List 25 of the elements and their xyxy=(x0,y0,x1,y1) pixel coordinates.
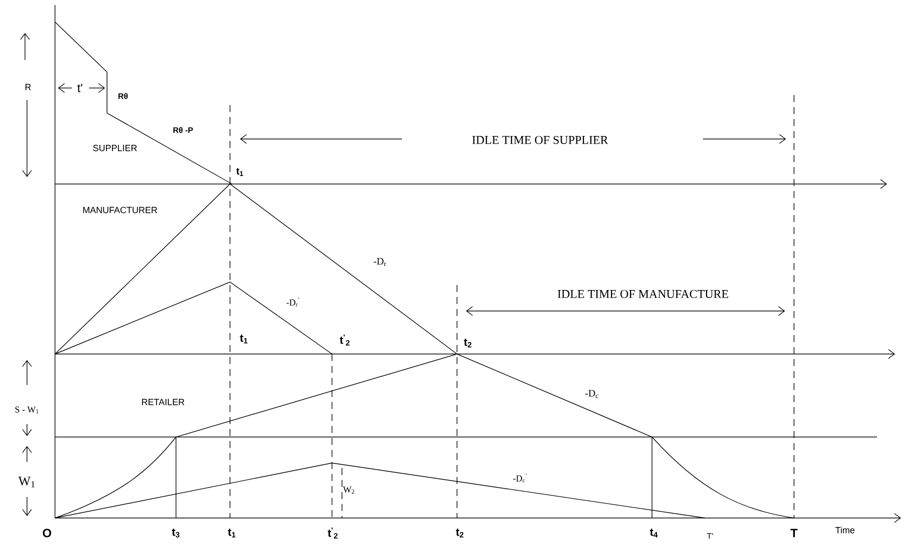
rate-label: -D$_{r}$ xyxy=(374,258,386,266)
period-label: IDLE TIME OF MANUFACTURE xyxy=(558,290,728,298)
point-label: t$_{2}$ xyxy=(464,338,472,348)
axis-label: R xyxy=(26,84,31,90)
point-label: W$_{2}$ xyxy=(343,486,354,494)
interval-label: t' xyxy=(77,84,82,92)
rate-label: -D$_{c}$ xyxy=(585,390,598,398)
region-label: RETAILER xyxy=(142,398,184,406)
region-label: MANUFACTURER xyxy=(83,206,158,214)
tick-label: T' xyxy=(706,533,713,539)
tick-label: t$_{4}$ xyxy=(650,528,658,538)
tick-label: O xyxy=(42,528,52,538)
tick-label: t$_{1}$ xyxy=(228,528,236,538)
axis-label: W$_{1}$ xyxy=(18,476,35,488)
period-label: IDLE TIME OF SUPPLIER xyxy=(472,136,608,144)
tick-label: t$_{3}$ xyxy=(172,528,180,538)
axis-label: S - W$_{1}$ xyxy=(15,406,38,414)
region-label: SUPPLIER xyxy=(93,144,137,152)
tick-label: t$_{2}$ xyxy=(456,528,464,538)
rate-label: Rθ -P xyxy=(173,127,193,133)
rate-label: Rθ xyxy=(118,93,128,99)
axis-label: Time xyxy=(835,526,854,534)
tick-label: T xyxy=(790,528,798,538)
point-label: t$_{1}$ xyxy=(240,334,248,344)
point-label: t$_{1}$ xyxy=(236,168,244,176)
